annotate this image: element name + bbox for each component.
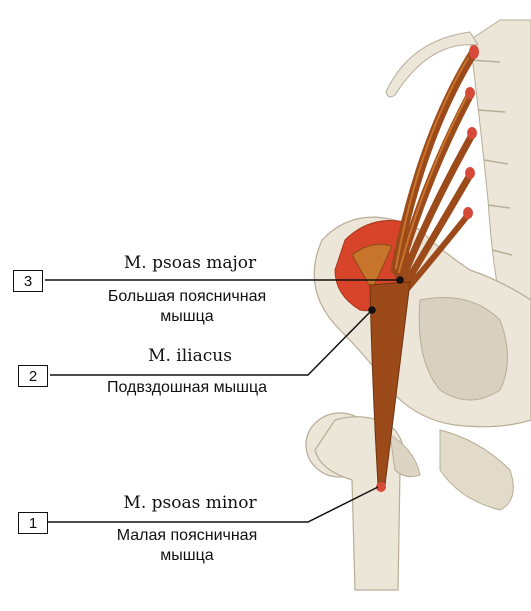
label-1-russian-line1: Малая поясничная xyxy=(116,527,258,544)
psoas-major-muscle xyxy=(390,50,477,291)
label-3-russian-line1: Большая поясничная xyxy=(107,288,267,305)
lesser-trochanter-attachment xyxy=(376,482,386,492)
psoas-major-highlight xyxy=(395,57,469,273)
label-3-russian-line2: мышца xyxy=(160,308,214,325)
vertebral-attachments xyxy=(463,45,479,219)
iliacus-fold xyxy=(351,243,393,292)
vertebral-column xyxy=(469,19,531,301)
label-1-russian-line2: мышца xyxy=(160,547,214,564)
label-2-number: 2 xyxy=(18,365,48,387)
leader-lines xyxy=(45,276,404,523)
label-1-latin: M. psoas minor xyxy=(123,493,257,513)
label-1-number: 1 xyxy=(18,512,48,534)
label-3-number: 3 xyxy=(13,270,43,292)
label-2-latin: M. iliacus xyxy=(148,346,232,366)
label-2-russian: Подвздошная мышца xyxy=(107,379,267,396)
label-3-latin: M. psoas major xyxy=(123,253,257,273)
femur-bone xyxy=(305,412,421,591)
rib xyxy=(385,31,479,98)
